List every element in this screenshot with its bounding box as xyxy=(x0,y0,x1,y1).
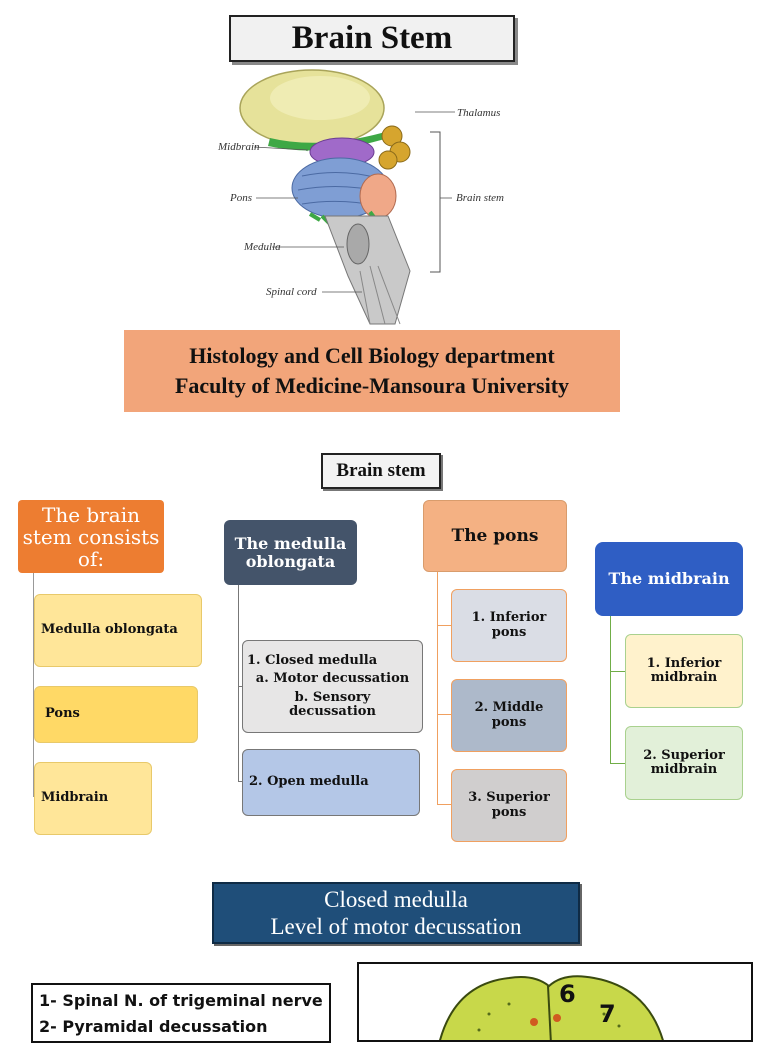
midbrain-label: Midbrain xyxy=(217,141,260,153)
department-name: Histology and Cell Biology department xyxy=(189,343,555,368)
medulla-heading: The medulla oblongata xyxy=(224,520,357,585)
pons-label: Pons xyxy=(229,192,252,204)
closed-medulla-label: 1. Closed medulla xyxy=(247,652,378,668)
connector xyxy=(33,573,34,797)
connector xyxy=(437,804,451,805)
pons-item-middle: 2. Middle pons xyxy=(451,679,567,752)
connector xyxy=(238,781,243,782)
connector xyxy=(610,671,625,672)
connector xyxy=(437,625,451,626)
consists-item-midbrain: Midbrain xyxy=(34,762,152,835)
motor-decussation-label: a. Motor decussation xyxy=(255,671,410,687)
closed-medulla-subtitle: Level of motor decussation xyxy=(270,914,522,939)
department-banner: Histology and Cell Biology department Fa… xyxy=(124,330,620,412)
brain-stem-label: Brain stem xyxy=(456,192,504,204)
faculty-name: Faculty of Medicine-Mansoura University xyxy=(174,373,570,398)
connector xyxy=(437,572,438,804)
section-number-6: 6 xyxy=(559,980,576,1008)
closed-medulla-title: Closed medulla xyxy=(324,887,468,912)
pons-item-inferior: 1. Inferior pons xyxy=(451,589,567,662)
thalamus-label: Thalamus xyxy=(457,107,500,119)
closed-medulla-box: 1. Closed medulla a. Motor decussation b… xyxy=(242,640,423,733)
closed-medulla-banner: Closed medulla Level of motor decussatio… xyxy=(212,882,580,944)
connector xyxy=(238,585,239,781)
midbrain-item-inferior: 1. Inferior midbrain xyxy=(625,634,743,708)
consists-heading: The brain stem consists of: xyxy=(18,500,164,573)
consists-item-pons: Pons xyxy=(34,686,198,743)
page-title: Brain Stem xyxy=(229,15,515,62)
medulla-label: Medulla xyxy=(243,241,281,253)
connector xyxy=(437,714,451,715)
connector xyxy=(238,686,243,687)
pons-item-superior: 3. Superior pons xyxy=(451,769,567,842)
open-medulla-box: 2. Open medulla xyxy=(242,749,420,816)
midbrain-item-superior: 2. Superior midbrain xyxy=(625,726,743,800)
structure-legend: 1- Spinal N. of trigeminal nerve 2- Pyra… xyxy=(31,983,331,1043)
section-number-7: 7 xyxy=(599,1000,616,1028)
pons-heading: The pons xyxy=(423,500,567,572)
section-title: Brain stem xyxy=(321,453,441,489)
consists-item-medulla: Medulla oblongata xyxy=(34,594,202,667)
connector xyxy=(610,763,625,764)
legend-item: 1- Spinal N. of trigeminal nerve xyxy=(39,991,323,1010)
legend-item: 2- Pyramidal decussation xyxy=(39,1017,268,1036)
midbrain-heading: The midbrain xyxy=(595,542,743,616)
brain-stem-illustration: Thalamus Midbrain Pons Brain stem Medull… xyxy=(210,66,540,328)
spinal-cord-label: Spinal cord xyxy=(266,286,317,298)
sensory-decussation-label: b. Sensory decussation xyxy=(289,689,376,719)
medulla-section-image: 6 7 xyxy=(357,962,753,1042)
connector xyxy=(610,616,611,763)
